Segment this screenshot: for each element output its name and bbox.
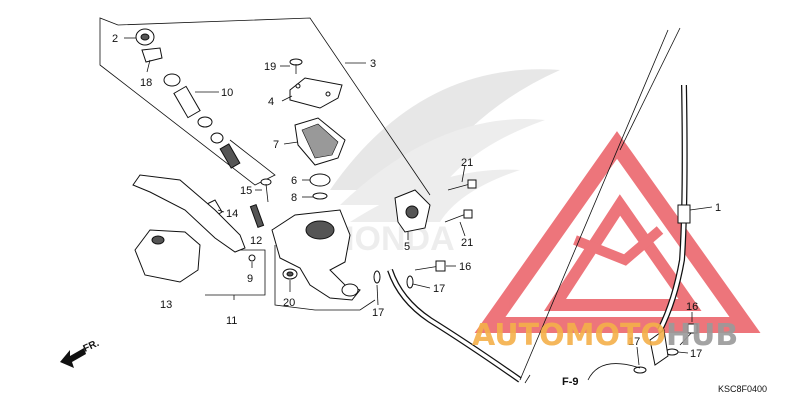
part-13-cover xyxy=(134,229,201,283)
part-2-cap xyxy=(135,28,155,46)
callout-1: 1 xyxy=(715,202,721,214)
part-17-washer-a xyxy=(373,270,381,284)
part-10-piston-set xyxy=(163,73,241,169)
callout-12: 12 xyxy=(250,235,262,247)
frame-lever xyxy=(205,249,266,296)
part-19-screw xyxy=(289,58,303,74)
frame-kit-upper-right xyxy=(117,17,431,196)
diagram-code: KSC8F0400 xyxy=(718,384,767,394)
callout-8: 8 xyxy=(291,192,297,204)
part-20-cap xyxy=(282,268,298,280)
part-1-brake-hose xyxy=(387,27,691,384)
callout-16-right: 16 xyxy=(686,301,698,313)
callout-21-upper: 21 xyxy=(461,157,473,169)
part-16-bolt-center xyxy=(414,260,446,272)
callout-5: 5 xyxy=(404,241,410,253)
callout-3: 3 xyxy=(370,58,376,70)
master-cylinder-body xyxy=(271,209,361,301)
part-6-plate xyxy=(309,173,331,187)
part-18-boot xyxy=(141,47,163,63)
callout-18: 18 xyxy=(140,77,152,89)
callout-2: 2 xyxy=(112,33,118,45)
part-7-diaphragm xyxy=(294,117,346,166)
frame-kit-upper xyxy=(99,17,276,186)
part-9-nut xyxy=(248,254,256,262)
watermark-text: AUTOMOTOHUB xyxy=(472,318,738,353)
callout-13: 13 xyxy=(160,299,172,311)
part-5-holder xyxy=(394,189,431,233)
front-direction-arrow-icon xyxy=(60,348,86,368)
callout-20: 20 xyxy=(283,297,295,309)
part-8-ring xyxy=(312,192,328,200)
leader-lines xyxy=(124,37,713,381)
part-17-washer-c xyxy=(633,366,647,374)
wing-emblem-background: HONDA xyxy=(330,69,560,258)
part-12-pin xyxy=(249,203,265,229)
callout-11: 11 xyxy=(226,315,237,327)
hose-fitting-right xyxy=(649,329,669,366)
frame-body xyxy=(274,245,376,311)
callout-9: 9 xyxy=(247,273,253,285)
part-4-reservoir-cover xyxy=(289,77,343,109)
reference-label: F-9 xyxy=(562,376,579,388)
direction-label: FR. xyxy=(82,338,101,355)
part-17-washer-b xyxy=(406,275,414,289)
callout-17-bottom: 17 xyxy=(628,336,640,348)
triangle-logo-watermark xyxy=(474,131,761,333)
part-21-bolt-upper xyxy=(447,179,477,191)
part-21-bolt-lower xyxy=(444,209,473,223)
callout-16-center: 16 xyxy=(459,261,471,273)
watermark-text-part1: AUTOMOTO xyxy=(472,318,666,353)
callout-4: 4 xyxy=(268,96,274,108)
callout-7: 7 xyxy=(273,139,279,151)
callout-17-right: 17 xyxy=(690,348,702,360)
callout-6: 6 xyxy=(291,175,297,187)
svg-text:HONDA: HONDA xyxy=(330,220,455,258)
part-15-bolt xyxy=(260,178,272,203)
callout-15: 15 xyxy=(240,185,252,197)
callout-14: 14 xyxy=(226,208,238,220)
callout-17-center: 17 xyxy=(433,283,445,295)
watermark-text-part2: HUB xyxy=(666,318,738,353)
callout-17-left: 17 xyxy=(372,307,384,319)
brake-lever xyxy=(132,174,246,253)
callout-21-lower: 21 xyxy=(461,237,473,249)
callout-19: 19 xyxy=(264,61,276,73)
part-16-bolt-right xyxy=(679,323,698,346)
callout-10: 10 xyxy=(221,87,233,99)
